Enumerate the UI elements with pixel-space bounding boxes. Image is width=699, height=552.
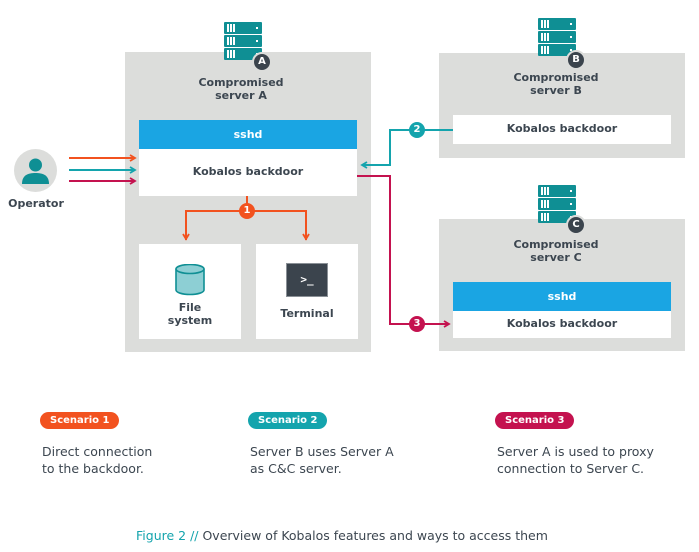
user-icon (22, 158, 49, 184)
database-icon (175, 263, 205, 296)
file-system-label: File system (167, 301, 213, 327)
operator-label: Operator (8, 197, 64, 210)
server-c-backdoor-label: Kobalos backdoor (506, 317, 618, 330)
figure-number: Figure 2 // (136, 528, 199, 543)
scenario-1-pill: Scenario 1 (40, 412, 120, 429)
server-c-backdoor: Kobalos backdoor (453, 311, 671, 338)
server-c-icon: C (538, 185, 586, 235)
server-b-icon: B (538, 18, 586, 70)
server-a-title-line2: server A (215, 89, 267, 102)
server-a-backdoor-label: Kobalos backdoor (192, 165, 304, 178)
marker-scenario-3: 3 (409, 316, 425, 332)
server-b-title-line2: server B (530, 84, 582, 97)
operator-avatar (14, 149, 57, 192)
scenario-3-pill: Scenario 3 (495, 412, 575, 429)
scenario2-connector (360, 129, 453, 169)
server-a-backdoor: Kobalos backdoor (139, 149, 357, 196)
figure-caption-text: Overview of Kobalos features and ways to… (198, 528, 548, 543)
terminal-icon: >_ (286, 263, 328, 297)
server-a-title: Compromised server A (185, 76, 297, 102)
server-b-backdoor: Kobalos backdoor (453, 115, 671, 144)
server-a-icon: A (224, 22, 272, 72)
server-c-title: Compromised server C (500, 238, 612, 264)
terminal-box: >_ Terminal (256, 244, 358, 339)
server-c-title-line2: server C (530, 251, 582, 264)
file-system-box: File system (139, 244, 241, 339)
marker-scenario-1: 1 (239, 203, 255, 219)
marker-scenario-2: 2 (409, 122, 425, 138)
server-c-title-line1: Compromised (513, 238, 599, 251)
server-c-sshd: sshd (453, 282, 671, 311)
server-b-badge: B (566, 50, 586, 70)
server-a-title-line1: Compromised (198, 76, 284, 89)
server-a-badge: A (252, 52, 272, 72)
scenario3-connector (357, 175, 451, 328)
server-c-badge: C (566, 215, 586, 235)
scenario-2-pill: Scenario 2 (248, 412, 328, 429)
terminal-label: Terminal (280, 307, 334, 320)
server-b-title-line1: Compromised (513, 71, 599, 84)
server-b-title: Compromised server B (500, 71, 612, 97)
figure-caption: Figure 2 // Overview of Kobalos features… (136, 528, 548, 543)
server-a-sshd: sshd (139, 120, 357, 149)
server-b-backdoor-label: Kobalos backdoor (506, 122, 618, 135)
